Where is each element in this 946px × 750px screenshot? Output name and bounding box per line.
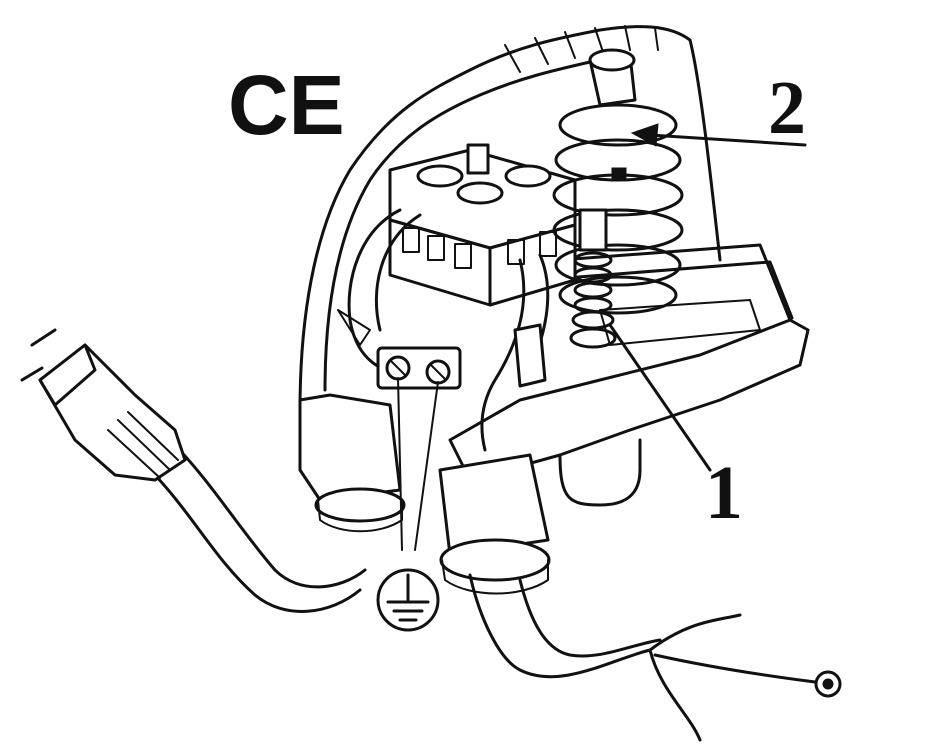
- terminal-block: [388, 143, 577, 307]
- motor-cable: [468, 573, 842, 742]
- adjusting-spring-small: [569, 208, 617, 349]
- cable-gland-left: [298, 393, 406, 533]
- adjusting-spring-large: [552, 48, 684, 315]
- ground-symbol-icon: [376, 568, 440, 632]
- earth-terminal: [376, 346, 462, 390]
- cable-gland-right: [438, 453, 551, 595]
- housing-cover: [298, 25, 722, 412]
- power-cable: [148, 438, 367, 613]
- ground-wires: [397, 377, 439, 551]
- ce-mark: CE: [228, 58, 345, 152]
- callout-label-1: 1: [705, 451, 743, 535]
- callout-1: 1: [608, 323, 743, 535]
- base-plate: [448, 243, 810, 507]
- schuko-plug: [20, 328, 187, 482]
- callout-2: 2: [630, 66, 807, 150]
- callout-label-2: 2: [768, 66, 806, 150]
- internal-wires: [337, 208, 550, 452]
